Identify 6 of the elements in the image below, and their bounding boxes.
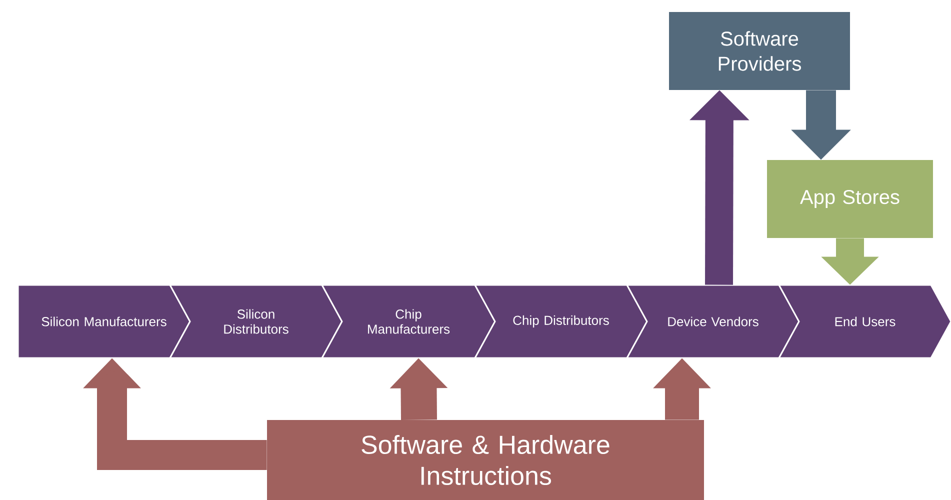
chevron-step: Silicon Manufacturers [17,284,191,359]
node-label: End Users [835,316,896,326]
process-box: App Stores [767,160,933,238]
process-box: Software Providers [669,12,850,90]
chevron-step: End Users [778,284,951,359]
process-box: Software & Hardware Instructions [267,420,704,500]
